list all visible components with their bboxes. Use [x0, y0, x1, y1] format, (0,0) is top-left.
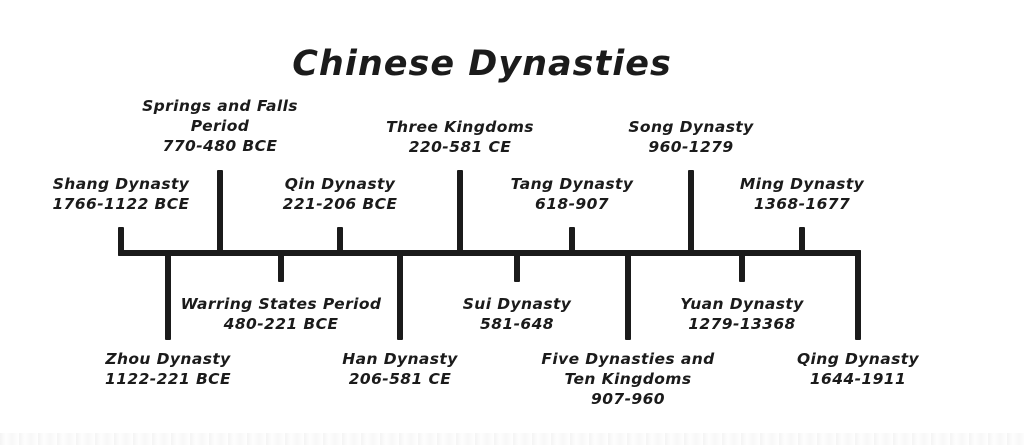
event-period: 960-1279 [648, 138, 734, 156]
timeline-axis [118, 250, 861, 256]
event-label: Springs and Falls Period 770-480 BCE [142, 96, 298, 156]
event-name-line: Han Dynasty [342, 350, 458, 368]
event-name-line: Warring States Period [180, 295, 382, 313]
scan-edge-artifact [0, 433, 1024, 445]
event-name-line: Ten Kingdoms [564, 370, 692, 388]
diagram-title: Chinese Dynasties [292, 44, 672, 84]
event-name-line: Yuan Dynasty [680, 295, 804, 313]
event-name-line: Song Dynasty [628, 118, 754, 136]
event-label: Qin Dynasty 221-206 BCE [283, 174, 398, 214]
event-period: 907-960 [591, 390, 665, 408]
event-name-line: Tang Dynasty [510, 175, 634, 193]
event-name-line: Shang Dynasty [52, 175, 190, 193]
event-name-line: Three Kingdoms [386, 118, 534, 136]
event-period: 1766-1122 BCE [52, 195, 190, 213]
event-label: Five Dynasties and Ten Kingdoms 907-960 [541, 349, 714, 409]
event-label: Three Kingdoms 220-581 CE [386, 117, 534, 157]
event-label: Song Dynasty 960-1279 [628, 117, 753, 157]
event-period: 581-648 [480, 315, 554, 333]
event-period: 221-206 BCE [282, 195, 398, 213]
event-label: Qing Dynasty 1644-1911 [797, 349, 919, 389]
event-name-line: Ming Dynasty [739, 175, 865, 193]
tick-mark [688, 170, 694, 256]
tick-mark [397, 250, 403, 340]
event-period: 1122-221 BCE [105, 370, 231, 388]
event-period: 220-581 CE [408, 138, 512, 156]
event-period: 618-907 [535, 195, 609, 213]
event-label: Yuan Dynasty 1279-13368 [680, 294, 803, 334]
event-name-line: Five Dynasties and [541, 350, 715, 368]
event-name-line: Zhou Dynasty [105, 350, 231, 368]
event-period: 480-221 BCE [223, 315, 339, 333]
event-label: Sui Dynasty 581-648 [463, 294, 572, 334]
event-period: 1279-13368 [688, 315, 796, 333]
tick-mark [625, 250, 631, 340]
event-period: 1368-1677 [753, 195, 851, 213]
event-name-line: Springs and Falls [142, 97, 298, 115]
tick-mark [217, 170, 223, 256]
event-label: Ming Dynasty 1368-1677 [740, 174, 864, 214]
event-label: Warring States Period 480-221 BCE [181, 294, 382, 334]
event-label: Zhou Dynasty 1122-221 BCE [105, 349, 231, 389]
event-label: Tang Dynasty 618-907 [511, 174, 634, 214]
event-name-line: Sui Dynasty [462, 295, 572, 313]
event-label: Han Dynasty 206-581 CE [342, 349, 457, 389]
event-label: Shang Dynasty 1766-1122 BCE [52, 174, 189, 214]
tick-mark [457, 170, 463, 256]
event-period: 1644-1911 [809, 370, 907, 388]
event-period: 770-480 BCE [162, 137, 278, 155]
event-name-line: Period [190, 117, 250, 135]
event-name-line: Qing Dynasty [796, 350, 920, 368]
tick-mark [165, 250, 171, 340]
event-name-line: Qin Dynasty [284, 175, 396, 193]
tick-mark [855, 250, 861, 340]
event-period: 206-581 CE [348, 370, 452, 388]
